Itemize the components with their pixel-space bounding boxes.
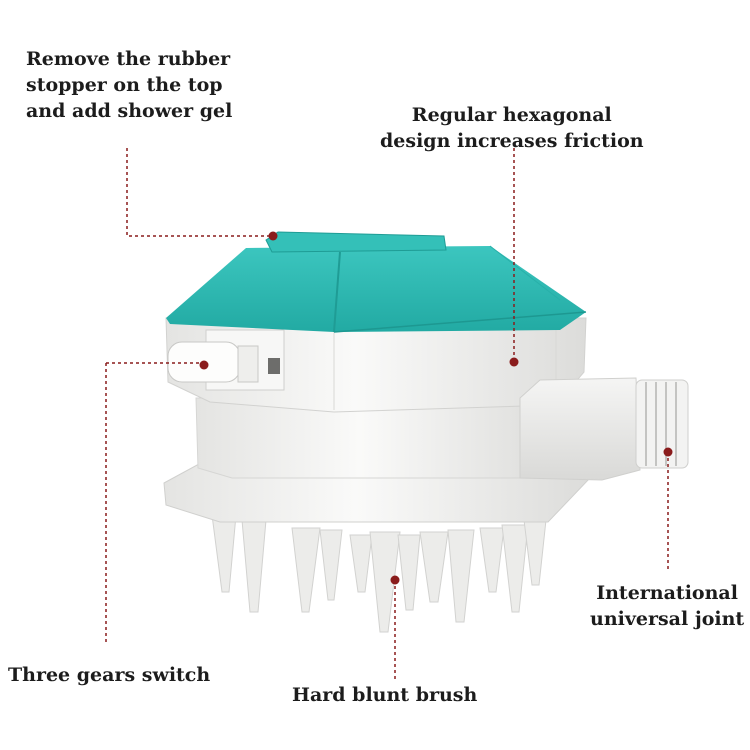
callout-line: Remove the rubber (26, 48, 231, 70)
callout-line: International (596, 582, 738, 604)
rubber-stopper (265, 231, 447, 253)
callout-gears-switch: Three gears switch (8, 662, 210, 688)
callout-line: universal joint (590, 608, 745, 630)
callout-blunt-brush: Hard blunt brush (292, 682, 477, 708)
callout-line: design increases friction (380, 130, 644, 152)
callout-hexagonal-design: Regular hexagonal design increases frict… (380, 102, 644, 154)
leader-dots (199, 231, 673, 585)
brush-teeth (211, 514, 547, 633)
three-gears-switch (167, 329, 285, 391)
callout-universal-joint: International universal joint (590, 580, 744, 632)
callout-line: stopper on the top (26, 74, 223, 96)
callout-line: Regular hexagonal (411, 104, 612, 126)
leader-lines (105, 148, 669, 680)
teal-lid (166, 245, 587, 333)
universal-joint (519, 377, 689, 481)
callout-line: Hard blunt brush (292, 684, 478, 706)
callout-rubber-stopper: Remove the rubber stopper on the top and… (26, 46, 232, 124)
callout-line: and add shower gel (26, 100, 233, 122)
callout-line: Three gears switch (8, 664, 211, 686)
